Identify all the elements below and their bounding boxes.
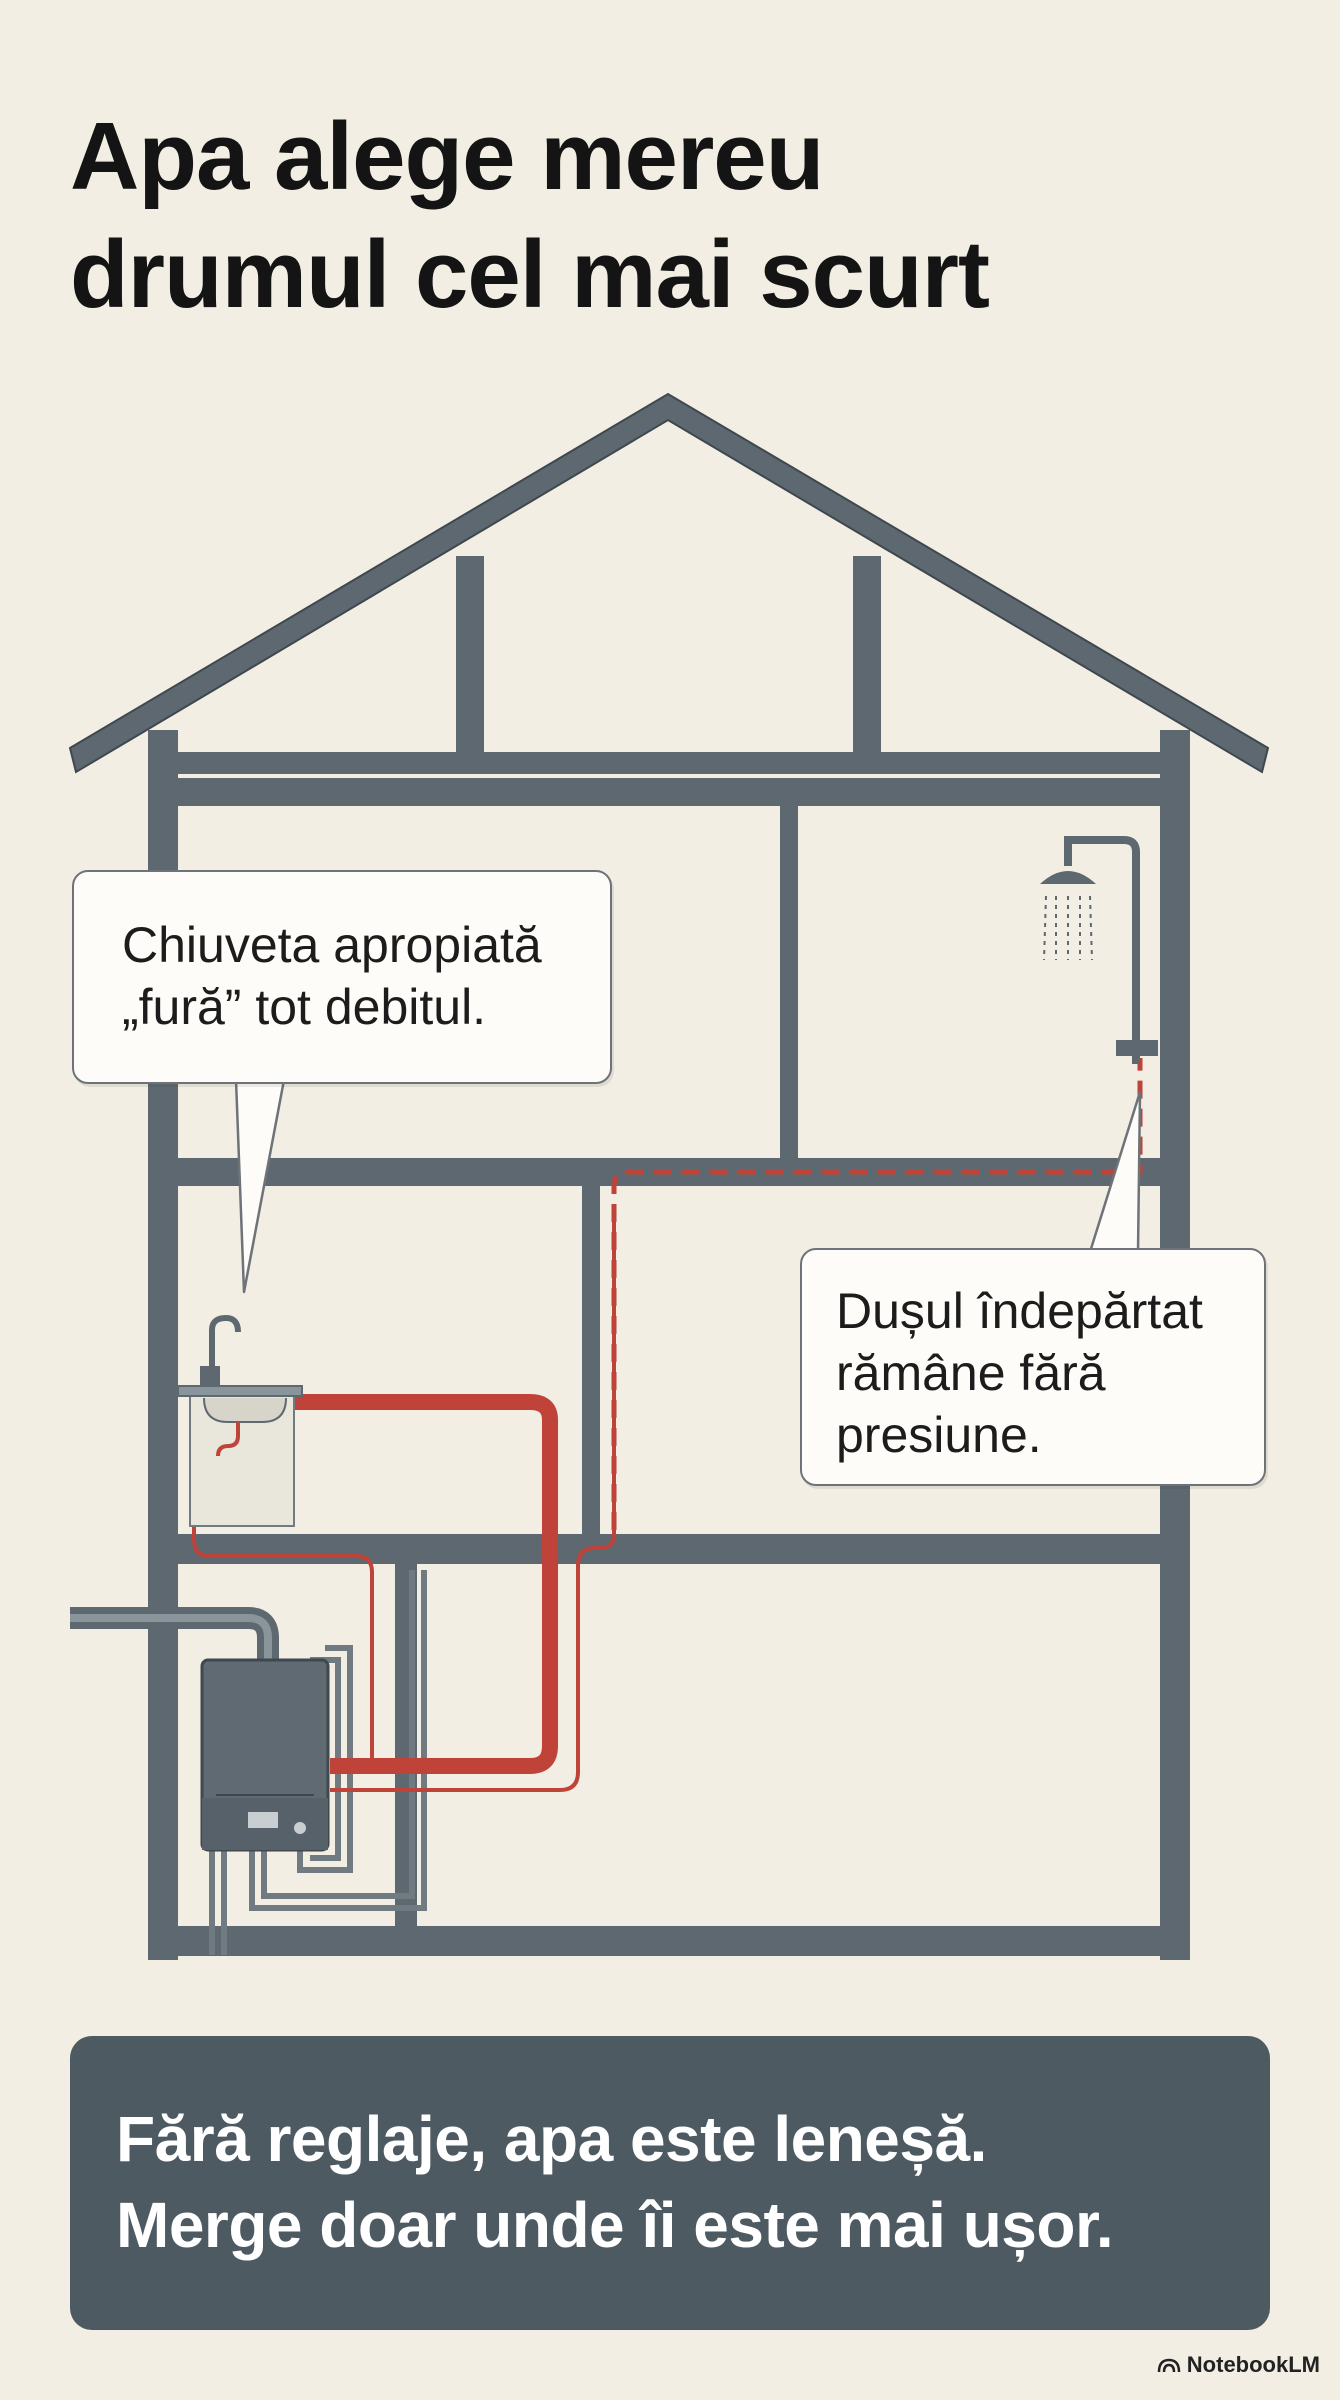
brand-label: NotebookLM <box>1186 2352 1320 2377</box>
banner-line-2: Merge doar unde îi este mai ușor. <box>116 2189 1114 2261</box>
notebooklm-logo-icon <box>1157 2358 1181 2373</box>
callout-tails <box>234 1079 1142 1294</box>
shower-supply-dashed-line <box>611 1058 1143 1530</box>
banner-line-1: Fără reglaje, apa este leneșă. <box>116 2103 987 2175</box>
title-line-2: drumul cel mai scurt <box>70 221 990 328</box>
shower-callout-line-3: presiune. <box>836 1407 1042 1463</box>
summary-banner: Fără reglaje, apa este leneșă. Merge doa… <box>70 2036 1270 2330</box>
sink-callout-line-1: Chiuveta apropiată <box>122 917 542 973</box>
sink-callout-line-2: „fură” tot debitul. <box>122 979 487 1035</box>
shower-icon <box>1040 836 1158 1064</box>
roof <box>68 392 1270 774</box>
sink-callout: Chiuveta apropiată „fură” tot debitul. <box>72 870 612 1084</box>
sink-icon <box>177 1314 303 1527</box>
shower-callout: Dușul îndepărtat rămâne fără presiune. <box>800 1248 1266 1486</box>
page-title: Apa alege mereu drumul cel mai scurt <box>70 98 1220 334</box>
shower-callout-line-1: Dușul îndepărtat <box>836 1283 1203 1339</box>
main-supply-pipe <box>70 1607 279 1660</box>
shower-callout-line-2: rămâne fără <box>836 1345 1106 1401</box>
boiler-icon <box>200 1658 330 1852</box>
brand-mark: NotebookLM <box>1157 2352 1320 2378</box>
title-line-1: Apa alege mereu <box>70 103 824 210</box>
